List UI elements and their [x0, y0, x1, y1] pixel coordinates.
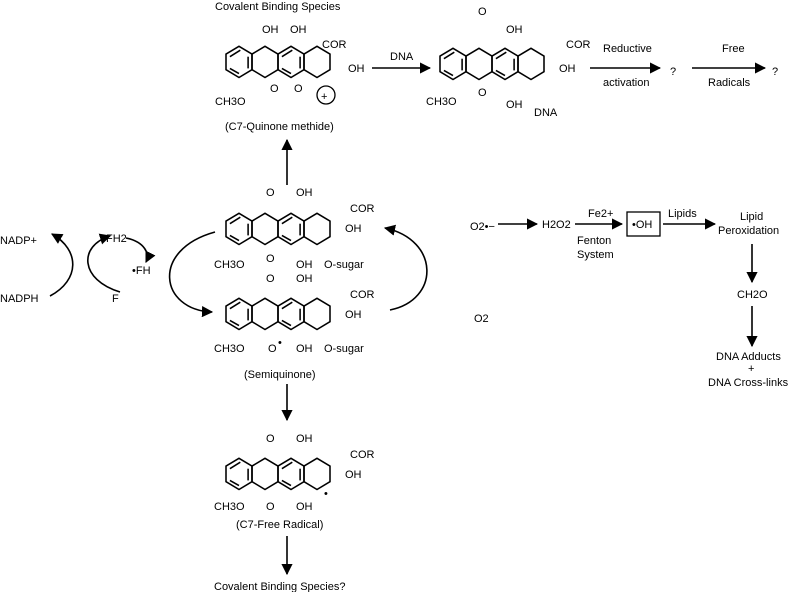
semi-oh-2: OH [345, 309, 362, 321]
adduct-oh-1: OH [506, 24, 523, 36]
semiquinone-caption: (Semiquinone) [244, 369, 316, 381]
parent-oh-2: OH [345, 223, 362, 235]
semi-cor: COR [350, 289, 375, 301]
free-label-1: Free [722, 43, 745, 55]
rad-o-top: O [266, 433, 275, 445]
semiquinone-structure [225, 297, 331, 331]
semi-oh-1: OH [296, 273, 313, 285]
semi-o-radical: O [268, 343, 277, 355]
nadph-label: NADPH [0, 293, 39, 305]
qm-o-2: O [294, 83, 303, 95]
nadp-plus-label: NADP+ [0, 235, 37, 247]
plus-charge-icon [316, 85, 336, 105]
quinone-methide-structure [225, 45, 331, 79]
parent-o-bottom: O [266, 253, 275, 265]
adduct-methoxy: CH3O [426, 96, 457, 108]
qm-oh-1: OH [262, 24, 279, 36]
adducts-plus: + [748, 363, 754, 375]
rad-radical-dot: • [324, 488, 328, 500]
unknown-1: ? [670, 66, 676, 78]
dna-arrow-label: DNA [390, 51, 414, 63]
qm-methoxy: CH3O [215, 96, 246, 108]
free-radical-caption: (C7-Free Radical) [236, 519, 323, 531]
semi-radical-dot: • [278, 337, 282, 349]
semi-methoxy: CH3O [214, 343, 245, 355]
rad-oh-1: OH [296, 433, 313, 445]
adduct-o-top: O [478, 6, 487, 18]
superoxide-label: O2•− [470, 221, 495, 233]
lipid-perox-label-2: Peroxidation [718, 225, 779, 237]
semi-o-top: O [266, 273, 275, 285]
parent-methoxy: CH3O [214, 259, 245, 271]
lipids-label: Lipids [668, 208, 697, 220]
reductive-label-1: Reductive [603, 43, 652, 55]
adduct-o-bottom: O [478, 87, 487, 99]
hydroxyl-label: •OH [632, 219, 652, 231]
adduct-cor: COR [566, 39, 591, 51]
semi-sugar: O-sugar [324, 343, 364, 355]
fe2-label: Fe2+ [588, 208, 613, 220]
rad-cor: COR [350, 449, 375, 461]
hydroxyl-box [626, 211, 661, 237]
rad-oh-2: OH [345, 469, 362, 481]
adduct-oh-2: OH [559, 63, 576, 75]
unknown-2: ? [772, 66, 778, 78]
fenton-label-2: System [577, 249, 614, 261]
fh2-label: FH2 [106, 233, 127, 245]
parent-oh-3: OH [296, 259, 313, 271]
reductive-label-2: activation [603, 77, 649, 89]
rad-o-bottom: O [266, 501, 275, 513]
dna-adduct-structure [439, 47, 545, 81]
o2-label: O2 [474, 313, 489, 325]
adduct-oh-3: OH [506, 99, 523, 111]
parent-oh-1: OH [296, 187, 313, 199]
nadph-arc [49, 233, 74, 297]
final-label: Covalent Binding Species? [214, 581, 345, 592]
top-title: Covalent Binding Species [215, 1, 341, 13]
rad-oh-3: OH [296, 501, 313, 513]
lipid-perox-label-1: Lipid [740, 211, 763, 223]
free-radical-structure [225, 457, 331, 491]
ch2o-label: CH2O [737, 289, 768, 301]
reduction-arc [168, 231, 216, 318]
qm-cor: COR [322, 39, 347, 51]
semi-oh-3: OH [296, 343, 313, 355]
h2o2-label: H2O2 [542, 219, 571, 231]
qm-plus: + [321, 91, 327, 103]
dna-crosslinks-label: DNA Cross-links [708, 377, 789, 389]
dna-adducts-label: DNA Adducts [716, 351, 781, 363]
f-label: F [112, 293, 119, 305]
free-label-2: Radicals [708, 77, 751, 89]
qm-oh-2: OH [290, 24, 307, 36]
parent-o-top: O [266, 187, 275, 199]
fenton-label-1: Fenton [577, 235, 611, 247]
parent-quinone-structure [225, 212, 331, 246]
quinone-methide-caption: (C7-Quinone methide) [225, 121, 334, 133]
parent-sugar: O-sugar [324, 259, 364, 271]
qm-o-1: O [270, 83, 279, 95]
qm-oh-3: OH [348, 63, 365, 75]
fh-arc [125, 237, 156, 264]
flavin-arc [87, 233, 121, 293]
adduct-dna-label: DNA [534, 107, 558, 119]
oxidation-arc [383, 224, 428, 311]
parent-cor: COR [350, 203, 375, 215]
fh-radical-label: •FH [132, 265, 151, 277]
rad-methoxy: CH3O [214, 501, 245, 513]
